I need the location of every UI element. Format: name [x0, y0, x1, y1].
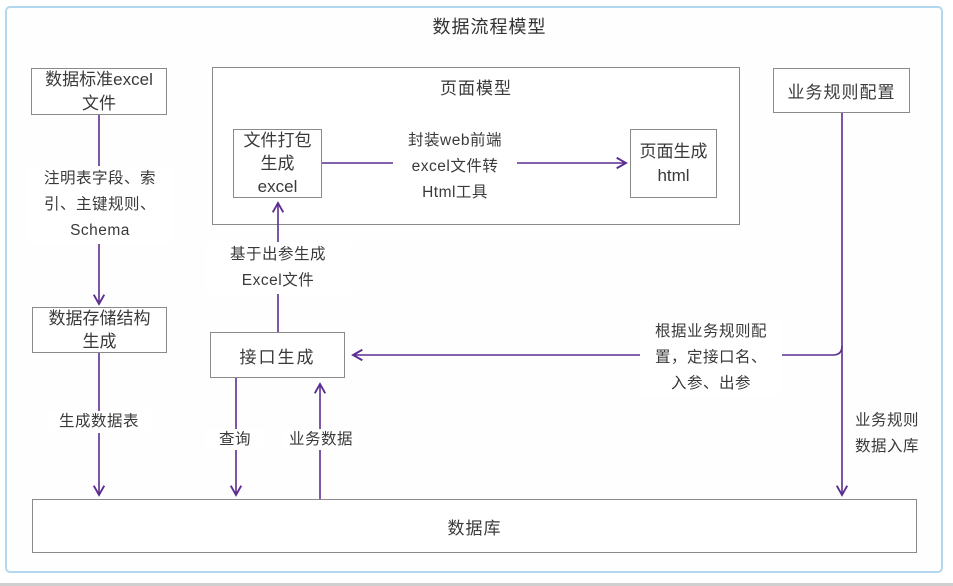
page-model-container-title: 页面模型 [440, 79, 512, 98]
node-interface-generate: 接口生成 [210, 332, 345, 378]
node-page-generate-html: 页面生成 html [630, 129, 717, 198]
label-web-excel-to-html-tool: 封装web前端 excel文件转 Html工具 [393, 128, 517, 206]
node-database: 数据库 [32, 499, 917, 553]
label-excel-from-output-params: 基于出参生成 Excel文件 [206, 242, 350, 294]
node-business-rule-config: 业务规则配置 [773, 68, 910, 113]
node-data-storage-structure: 数据存储结构 生成 [32, 307, 167, 353]
screenshot-bottom-edge [0, 583, 953, 586]
node-data-standard-excel-file: 数据标准excel 文件 [31, 68, 167, 115]
label-rule-to-interface-note: 根据业务规则配 置，定接口名、 入参、出参 [640, 319, 782, 397]
label-business-data: 业务数据 [284, 429, 358, 450]
label-schema-note: 注明表字段、索 引、主键规则、 Schema [28, 166, 172, 244]
label-business-rule-into-db: 业务规则 数据入库 [854, 412, 919, 455]
label-generate-data-table: 生成数据表 [47, 411, 151, 433]
diagram-title: 数据流程模型 [432, 17, 547, 37]
label-query: 查询 [206, 429, 264, 450]
node-file-package-generate-excel: 文件打包 生成 excel [233, 129, 322, 198]
